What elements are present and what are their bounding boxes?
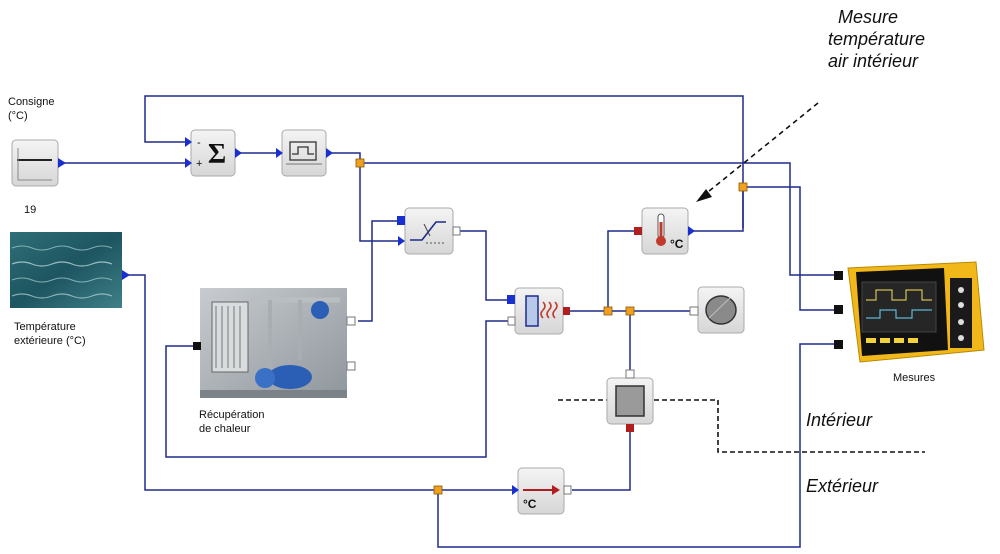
capacity-icon — [705, 295, 737, 325]
node-feedback — [738, 182, 748, 192]
mesure-line3: air intérieur — [828, 51, 919, 71]
wall-icon — [615, 385, 645, 417]
thermal-wires — [570, 230, 692, 491]
temperature-source-block[interactable]: °C — [512, 467, 572, 515]
source-arrow-icon — [552, 485, 560, 495]
wire-ext-measures — [437, 343, 836, 548]
wire-exchanger-return — [165, 320, 509, 458]
switch-icon — [410, 221, 446, 241]
heat-recovery-label: Récupération de chaleur — [199, 408, 264, 436]
temp-ext-line1: Température — [14, 321, 76, 333]
node-ext-split — [433, 485, 443, 495]
source-unit: °C — [523, 497, 537, 511]
heat-recovery-image — [193, 288, 356, 398]
nodes — [355, 158, 748, 495]
scope-screen — [861, 281, 937, 333]
consigne-port — [58, 158, 66, 168]
measures-label: Mesures — [893, 372, 936, 384]
exterior-label: Extérieur — [806, 476, 879, 496]
wire-ext-temp — [126, 274, 512, 491]
wire-sensor-feedback — [688, 187, 744, 232]
sum-plus: + — [196, 158, 202, 170]
exchanger-block[interactable] — [507, 287, 570, 335]
wire-node-sensor — [607, 230, 636, 311]
consigne-label-line2: (°C) — [8, 110, 28, 122]
thermometer-icon — [656, 213, 666, 246]
measures-scope[interactable] — [834, 261, 985, 363]
wire-switch-exchanger — [456, 230, 509, 301]
node-thermal-2 — [625, 306, 635, 316]
consigne-block[interactable] — [11, 139, 66, 187]
switch-block[interactable] — [397, 207, 461, 255]
recup-line2: de chaleur — [199, 423, 251, 435]
interior-label: Intérieur — [806, 410, 873, 430]
sea-image — [10, 232, 130, 308]
wires — [64, 95, 836, 548]
annotation-arrowhead — [696, 189, 712, 202]
wire-recup-switch — [358, 220, 399, 322]
measure-annotation: Mesure température air intérieur — [828, 6, 925, 72]
sensor-unit: °C — [670, 237, 684, 251]
wire-feedback — [144, 95, 744, 228]
controller-icon — [289, 141, 317, 161]
wire-split-switch — [359, 163, 399, 242]
mesure-line2: température — [828, 29, 926, 49]
sum-symbol: Σ — [208, 139, 226, 170]
consigne-label-line1: Consigne — [8, 96, 55, 108]
mesure-line1: Mesure — [838, 7, 899, 27]
annotation-arrow — [702, 102, 819, 197]
exterior-temperature-label: Température extérieure (°C) — [14, 320, 86, 348]
temp-ext-line2: extérieure (°C) — [14, 335, 86, 347]
wire-controller-out — [328, 152, 836, 276]
recup-line1: Récupération — [199, 409, 265, 421]
node-controller-split — [355, 158, 365, 168]
wall-block[interactable] — [606, 369, 654, 432]
controller-block[interactable] — [276, 129, 333, 177]
wire-feedback-measures — [743, 186, 836, 311]
consigne-label: Consigne (°C) — [8, 95, 54, 123]
wire-wall-source — [572, 428, 631, 491]
sum-block[interactable]: Σ - + — [185, 129, 242, 177]
exchanger-icon — [525, 295, 539, 327]
consigne-value: 19 — [24, 204, 37, 216]
node-thermal-1 — [603, 306, 613, 316]
sum-minus: - — [197, 137, 201, 149]
sea-port — [122, 270, 130, 280]
thermal-capacity-block[interactable] — [689, 286, 745, 334]
temperature-sensor-block[interactable]: °C — [634, 207, 695, 255]
